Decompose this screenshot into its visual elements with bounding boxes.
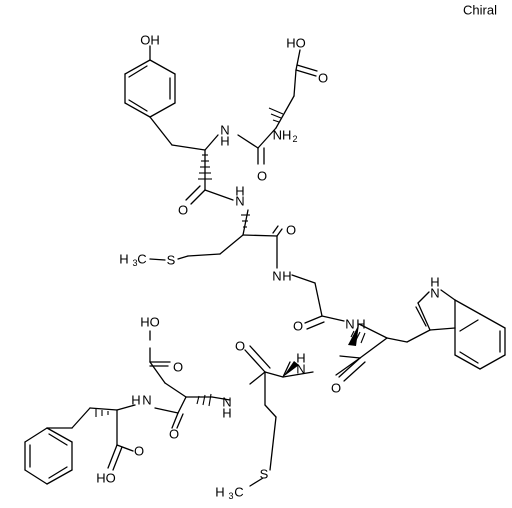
met1-methyl-sub: 3 [132,258,137,268]
trp-carbonyl-o-label: O [331,381,341,396]
gly-amide-h: H [282,269,291,284]
met1-amide-n: N [235,194,244,209]
asp2-carbonyl-o-label: O [169,427,179,442]
asp1-acid-o-label: O [318,71,328,86]
asp2-amide-h: H [222,406,231,421]
gly-amide-n: N [272,269,281,284]
asp2-acid-o-label: O [173,360,183,375]
trp-amide-n: N [345,317,354,332]
asp1-amine-n: NH [273,128,292,143]
met1-carbonyl-o-label: O [286,223,296,238]
tyr-amide-nh-n: N [220,123,229,138]
phe-amide-n: N [142,393,151,408]
stereo-wedge-bonds [283,324,359,377]
phe-acid-o-label: O [134,444,144,459]
met2-methyl-h: H [215,485,224,500]
indole-h-label: H [430,275,439,290]
indole-n-label: N [430,286,439,301]
asp1-acid-ho-label: HO [286,36,306,51]
met2-sulfur-label: S [260,467,269,482]
tyr-carbonyl-o-label: O [257,169,267,184]
met2-amide-n: N [296,362,305,377]
tyr-amide-nh-h: H [220,134,229,149]
met1-sulfur-label: S [167,253,176,268]
met2-methyl-c: C [234,485,243,500]
met1-methyl-c: C [137,252,146,267]
asp2-amide-n: N [222,395,231,410]
asp1-amine-sub: 2 [292,134,297,144]
tyr-hydroxyl-label: OH [140,33,160,48]
tyr2-carbonyl-o-label: O [178,203,188,218]
phe-amide-h: H [131,393,140,408]
atom-labels: Chiral OH HO O N H NH 2 O O N H O H 3 C … [96,3,497,502]
phe-acid-ho-label: HO [96,471,116,486]
met2-amide-h: H [296,351,305,366]
met2-carbonyl-o-label: O [235,339,245,354]
met1-amide-h: H [235,184,244,199]
met1-methyl-h: H [119,252,128,267]
bonds [24,45,506,487]
asp2-acid-ho-label: HO [140,315,160,330]
gly-carbonyl-o-label: O [293,319,303,334]
met2-methyl-sub: 3 [228,491,233,501]
trp-amide-h: H [356,317,365,332]
chiral-label: Chiral [463,3,497,18]
